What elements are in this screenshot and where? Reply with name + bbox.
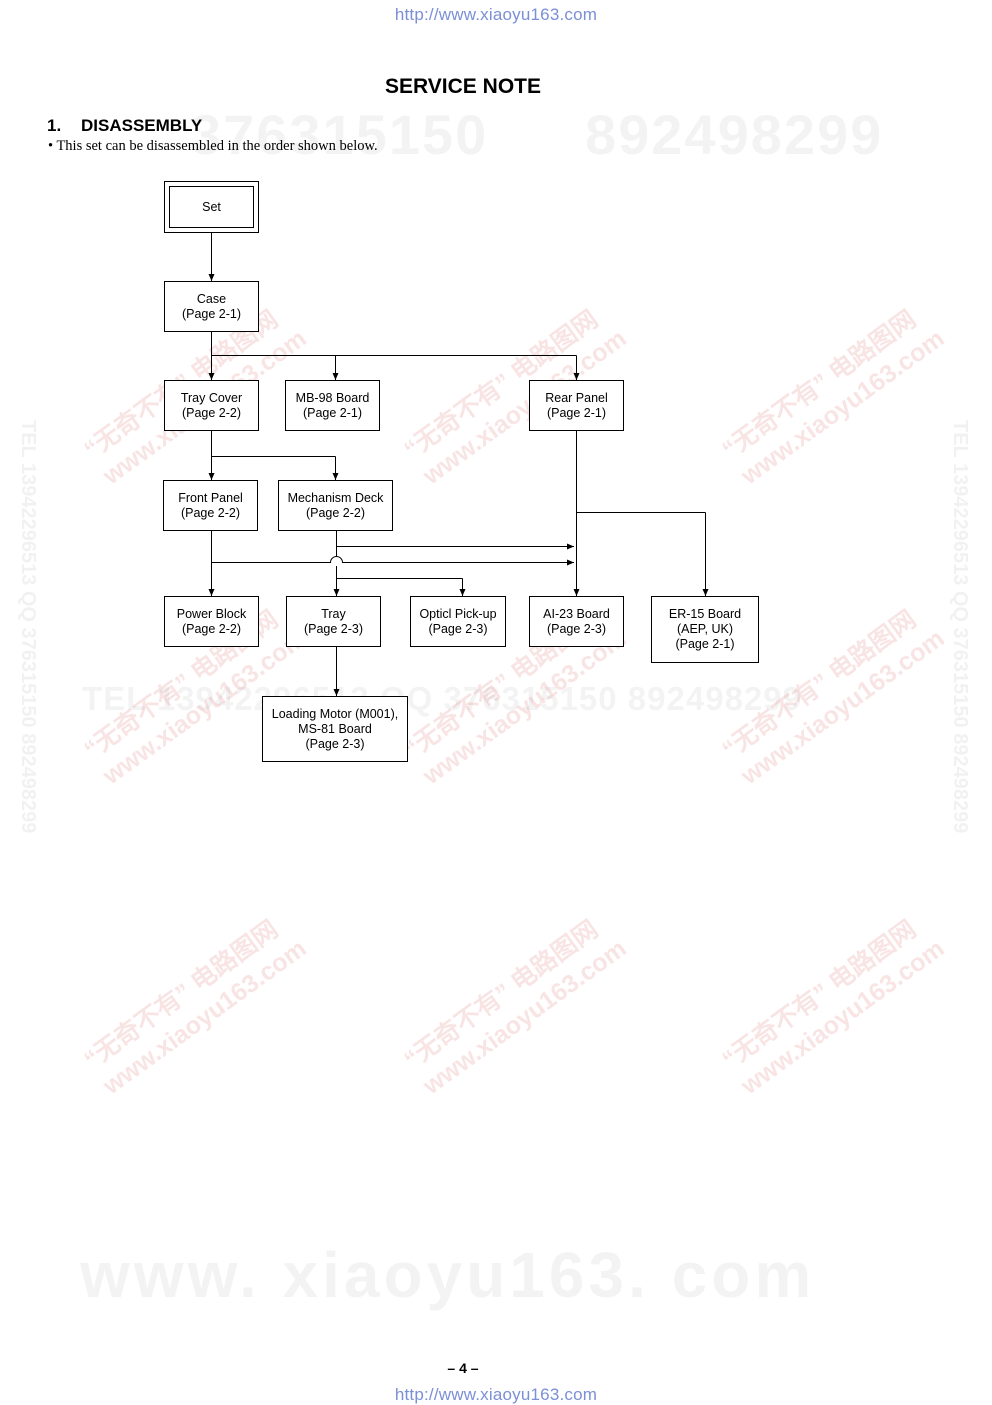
- section-title: DISASSEMBLY: [81, 116, 203, 135]
- node-tray: Tray (Page 2-3): [286, 596, 381, 647]
- arrow-frontpanel-ai23: [211, 556, 574, 566]
- node-optical-pickup: Opticl Pick-up (Page 2-3): [410, 596, 506, 647]
- watermark-side-left: TEL 13942296513 QQ 376315150 892498299: [17, 420, 39, 834]
- node-ai23-board: AI-23 Board (Page 2-3): [529, 596, 624, 647]
- node-power-block: Power Block (Page 2-2): [164, 596, 259, 647]
- page-title: SERVICE NOTE: [385, 75, 541, 98]
- section-heading: 1. DISASSEMBLY: [47, 116, 202, 136]
- header-url: http://www.xiaoyu163.com: [394, 5, 598, 24]
- node-mb98-board: MB-98 Board (Page 2-1): [285, 380, 380, 431]
- section-number: 1.: [47, 116, 62, 135]
- node-case: Case (Page 2-1): [164, 281, 259, 332]
- node-rear-panel: Rear Panel (Page 2-1): [529, 380, 624, 431]
- node-mechanism-deck: Mechanism Deck (Page 2-2): [278, 480, 393, 531]
- node-front-panel: Front Panel (Page 2-2): [163, 480, 258, 531]
- footer-url: http://www.xiaoyu163.com: [394, 1385, 598, 1404]
- node-loading-motor: Loading Motor (M001), MS-81 Board (Page …: [262, 696, 408, 762]
- watermark-side-right: TEL 13942296513 QQ 376315150 892498299: [949, 420, 971, 834]
- node-set: Set: [169, 186, 254, 228]
- page-number: – 4 –: [447, 1360, 479, 1376]
- node-tray-cover: Tray Cover (Page 2-2): [164, 380, 259, 431]
- section-note: • This set can be disassembled in the or…: [48, 138, 378, 154]
- set-box-frame: [164, 181, 259, 233]
- node-er15-board: ER-15 Board (AEP, UK) (Page 2-1): [651, 596, 759, 663]
